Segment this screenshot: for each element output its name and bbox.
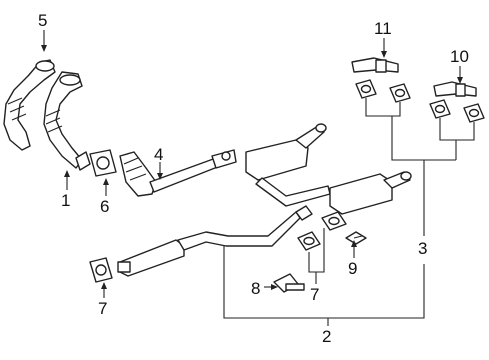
part-11-clamp [351,57,399,73]
callout-7-lower: 7 [310,285,320,304]
callout-3: 4 [154,145,164,164]
callout-1: 1 [61,191,71,210]
part-8-bracket [273,273,305,293]
callout-9: 9 [348,259,358,278]
part-10-clamp [433,81,477,97]
callout-6: 7 [98,299,108,318]
callout-7-right: 3 [418,239,428,258]
upper-muffler [245,123,331,207]
callout-11: 11 [374,19,392,38]
part-2-pipe-left [3,59,56,151]
lower-muffler [329,171,412,215]
callout-2: 5 [38,11,48,30]
part-5-intermediate-pipe [117,205,313,277]
part-4-gasket [89,149,117,177]
callout-8: 8 [251,279,261,298]
part-6-gasket [89,257,113,283]
callout-5: 2 [322,327,332,346]
part-7-insulators-upper [355,79,485,123]
part-7-gaskets-lower [297,211,347,251]
callout-10: 10 [450,47,469,66]
part-1-pipe-right [43,71,91,171]
callout-4: 6 [100,197,110,216]
leader-lines [41,30,475,326]
part-9-hanger [345,231,367,245]
part-3-front-pipe [119,149,237,197]
